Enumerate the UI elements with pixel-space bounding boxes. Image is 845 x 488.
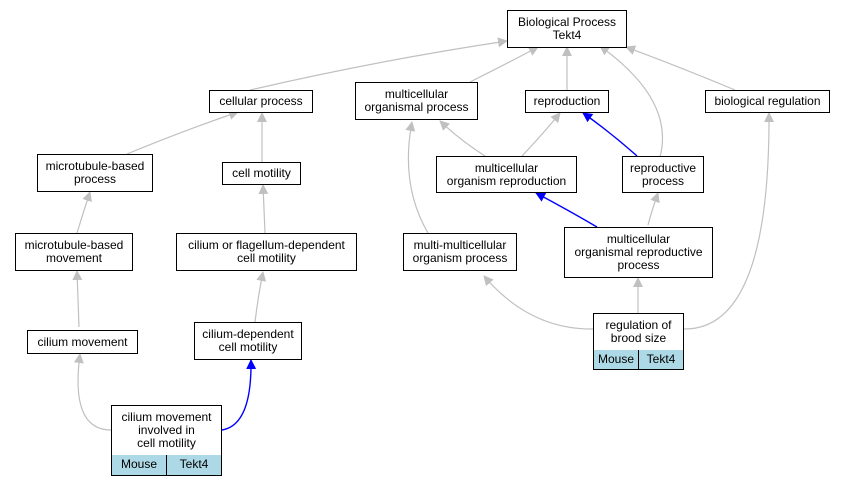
node-label-line: microtubule-based bbox=[45, 159, 145, 173]
annotation-gene[interactable]: Tekt4 bbox=[638, 350, 683, 369]
edge-ciliumdep-to-ciliumflag bbox=[254, 271, 267, 323]
edge-mtprocess-to-cellular bbox=[126, 110, 239, 155]
node-cellular-process[interactable]: cellular process bbox=[209, 90, 313, 113]
node-label-line: cellular process bbox=[219, 94, 303, 108]
node-label-line: brood size bbox=[610, 331, 667, 345]
edge-mcorg-to-bp bbox=[469, 46, 539, 83]
edge-repproc-to-bp bbox=[599, 45, 664, 158]
edge-ciliummotility-to-ciliumdep bbox=[221, 359, 257, 431]
annotation-row-brood-size: Mouse Tekt4 bbox=[593, 350, 684, 370]
node-label-line: cell motility bbox=[137, 436, 196, 450]
node-reproduction[interactable]: reproduction bbox=[525, 90, 609, 113]
edge-brood-to-bioreg bbox=[683, 112, 775, 330]
node-cilium-movement[interactable]: cilium movement bbox=[27, 330, 138, 354]
edge-mcorgrep-to-reproduction bbox=[521, 112, 561, 157]
edge-mcorgrep-to-mcorg bbox=[439, 120, 486, 157]
node-label-line: process bbox=[641, 173, 684, 188]
node-label-line: cilium movement bbox=[37, 334, 128, 349]
node-label-line: organismal process bbox=[364, 100, 469, 114]
node-label-line: organism process bbox=[412, 251, 508, 265]
annotation-species[interactable]: Mouse bbox=[597, 352, 635, 366]
node-label-line: reproductive bbox=[629, 160, 697, 175]
node-label-line: Biological Process bbox=[517, 15, 617, 29]
node-cell-motility[interactable]: cell motility bbox=[222, 162, 301, 185]
edge-ciliummotility-to-ciliummovement bbox=[73, 353, 112, 431]
edge-mcorgrepproc-to-mcorgrep bbox=[535, 192, 598, 228]
node-label-line: movement bbox=[45, 251, 103, 265]
annotation-row-cilium-motility: Mouse Tekt4 bbox=[111, 455, 222, 476]
edge-ciliumflag-to-cellmotility bbox=[258, 184, 269, 234]
annotation-species[interactable]: Mouse bbox=[120, 457, 158, 471]
edge-cellular-to-bp bbox=[249, 37, 508, 91]
annotation-gene[interactable]: Tekt4 bbox=[166, 455, 221, 475]
node-label-line: multicellular bbox=[606, 232, 671, 246]
edge-mcorgrepproc-to-repproc bbox=[647, 192, 660, 226]
node-label-line: multi-multicellular bbox=[413, 238, 507, 252]
node-label-line: reproduction bbox=[533, 94, 601, 108]
node-label-line: multicellular bbox=[474, 160, 539, 175]
node-label-line: involved in bbox=[138, 423, 195, 437]
edge-mtmovement-to-mtprocess bbox=[76, 191, 92, 234]
edge-repproc-to-reproduction bbox=[582, 112, 638, 157]
node-label-line: cell motility bbox=[218, 340, 278, 354]
edge-multimc-to-mcorg bbox=[405, 121, 429, 234]
node-label-line: regulation of bbox=[605, 318, 672, 332]
node-label-line: Tekt4 bbox=[552, 28, 582, 42]
node-label-line: cell motility bbox=[232, 166, 291, 180]
edge-brood-to-multimc bbox=[483, 275, 595, 330]
node-label-line: organismal reproductive bbox=[574, 245, 703, 259]
node-label-line: process bbox=[73, 172, 117, 186]
node-label-line: process bbox=[617, 258, 660, 272]
node-label-line: cell motility bbox=[237, 251, 296, 265]
node-label-line: cilium or flagellum-dependent bbox=[188, 238, 345, 252]
node-label-line: cilium movement bbox=[121, 410, 212, 424]
node-label-line: multicellular bbox=[384, 87, 449, 101]
node-label-line: biological regulation bbox=[714, 94, 821, 108]
node-biological-regulation[interactable]: biological regulation bbox=[705, 90, 830, 113]
node-label-line: cilium-dependent bbox=[202, 327, 294, 341]
node-label-line: microtubule-based bbox=[24, 238, 124, 252]
node-label-line: organism reproduction bbox=[446, 173, 567, 188]
edge-bioreg-to-bp bbox=[625, 45, 736, 91]
edge-ciliummovement-to-mtmovement bbox=[72, 270, 83, 328]
